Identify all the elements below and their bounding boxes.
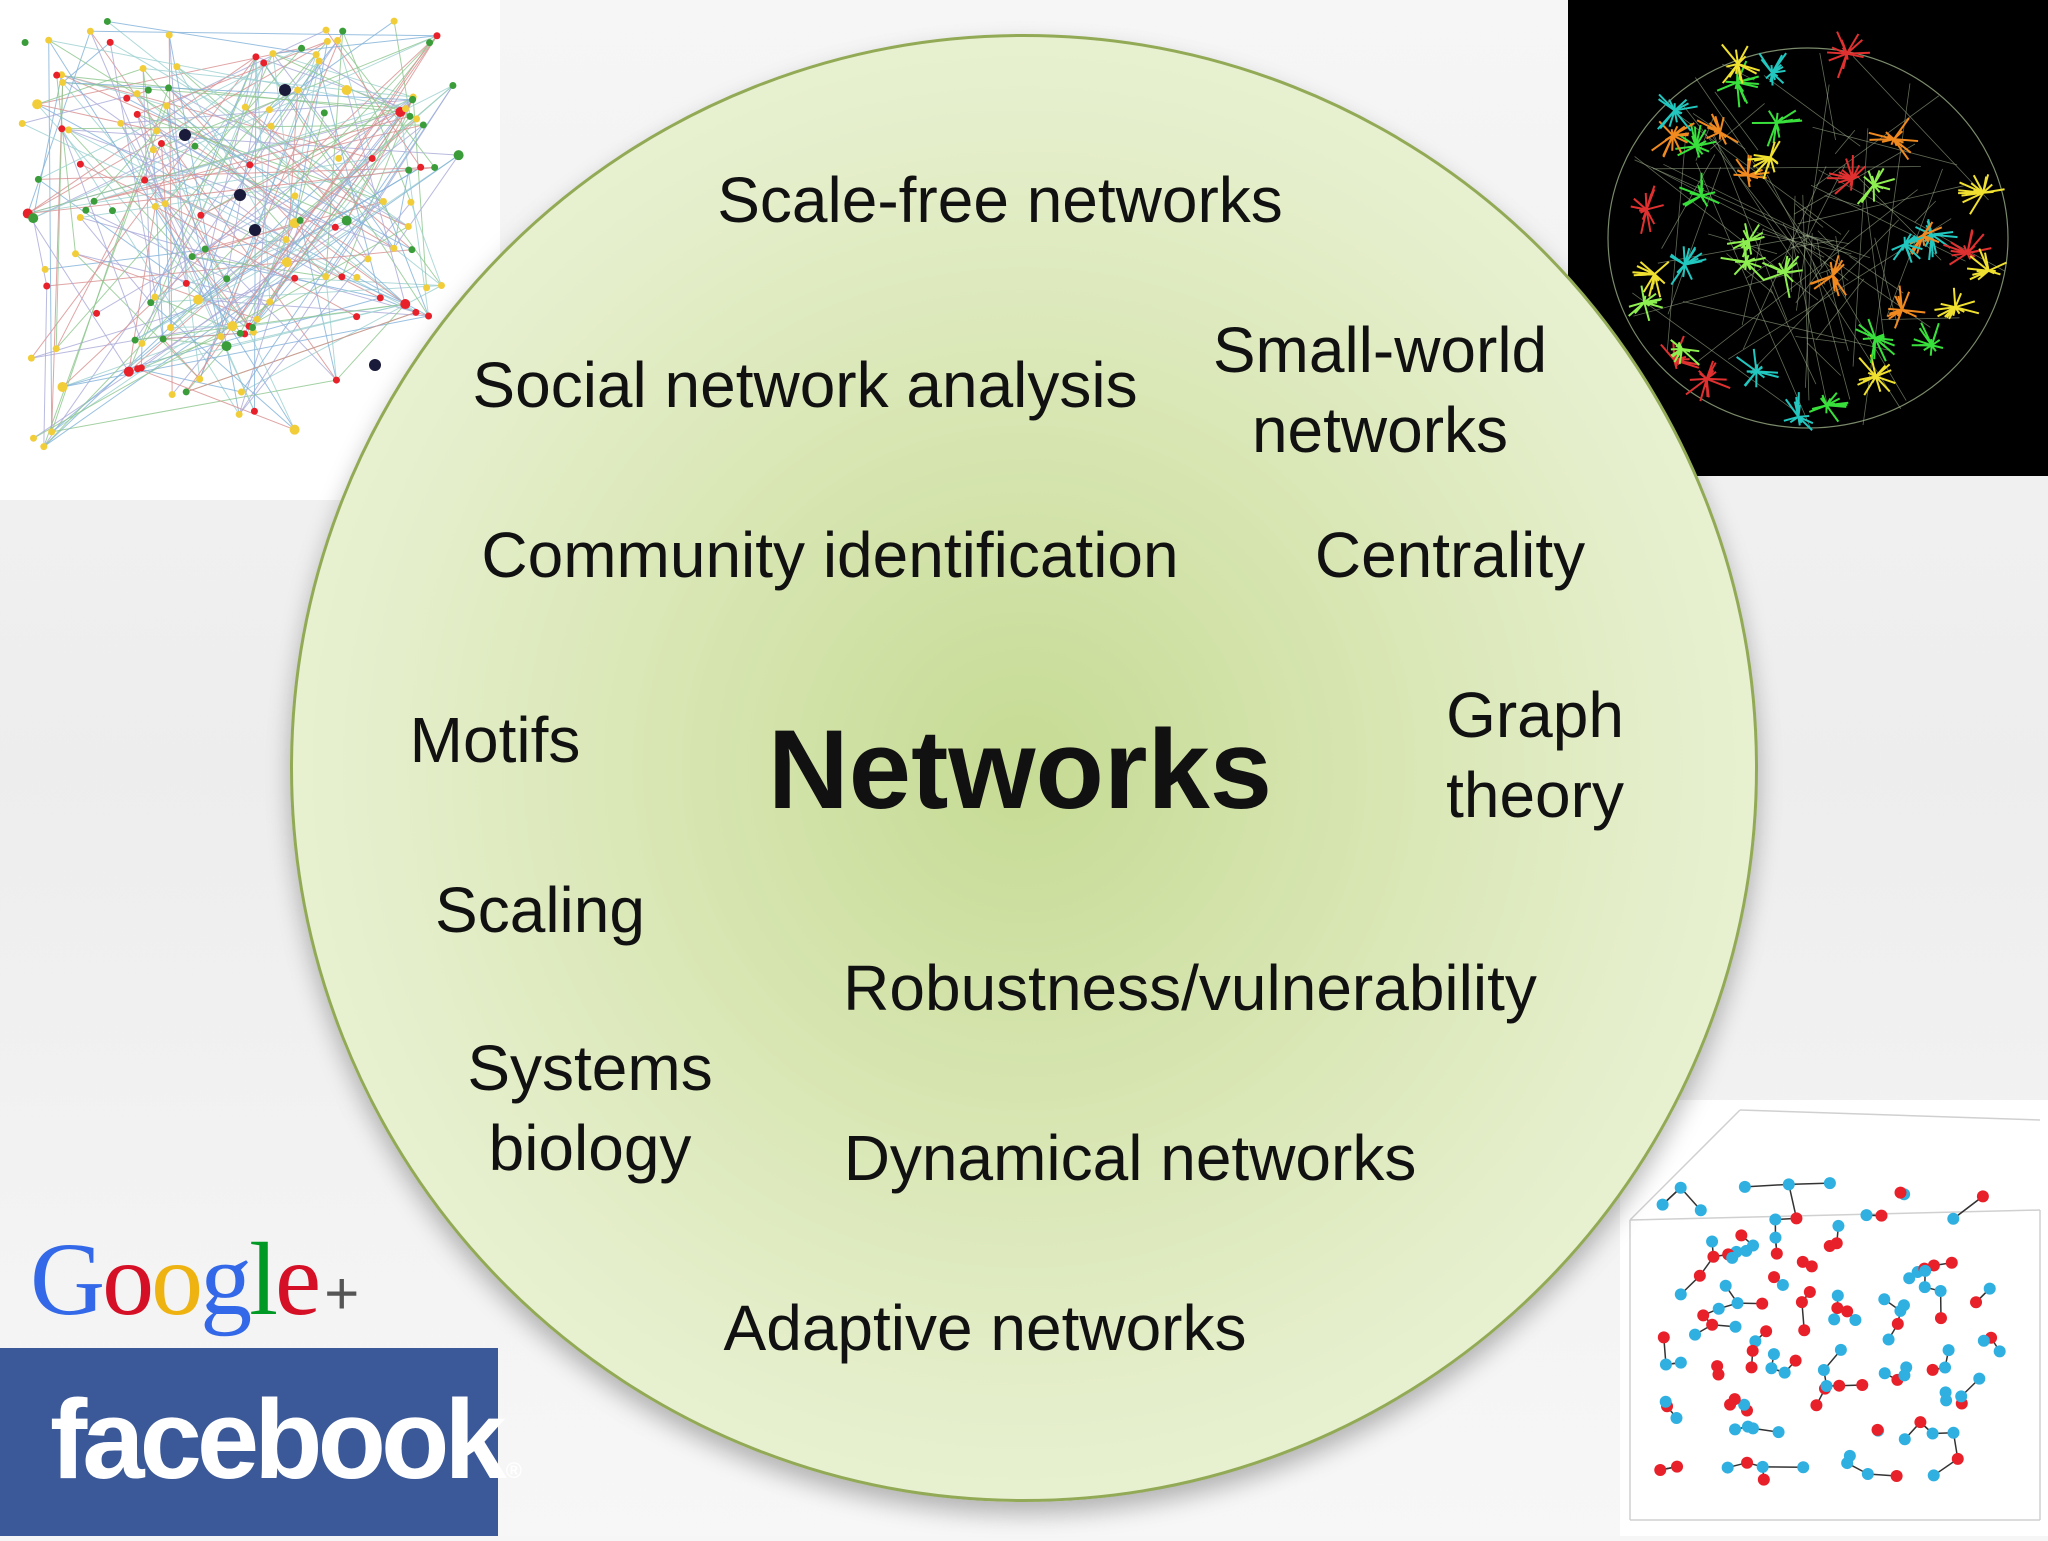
center-title-networks: Networks [740, 700, 1300, 840]
topic-social-network-analysis: Social network analysis [440, 345, 1170, 425]
google-letter: G [30, 1222, 102, 1337]
google-letter: o [151, 1222, 200, 1337]
google-wordmark: Google [30, 1222, 318, 1337]
molecule-atoms [1654, 1177, 2005, 1486]
topic-motifs: Motifs [390, 700, 600, 780]
topic-adaptive-networks: Adaptive networks [690, 1288, 1280, 1368]
topic-graph-theory: Graph theory [1420, 675, 1650, 835]
topic-centrality: Centrality [1290, 515, 1610, 595]
topic-small-world-networks: Small-world networks [1190, 310, 1570, 470]
facebook-wordmark-text: facebook [50, 1377, 502, 1502]
topic-scale-free-networks: Scale-free networks [680, 160, 1320, 240]
topic-systems-biology: Systems biology [450, 1028, 730, 1188]
google-letter: e [275, 1222, 318, 1337]
graph-edges [22, 21, 458, 446]
google-letter: o [102, 1222, 151, 1337]
molecule-network-bottom-right-icon [1620, 1100, 2048, 1536]
facebook-logo: facebook® [0, 1348, 498, 1536]
topic-community-identification: Community identification [450, 515, 1210, 595]
facebook-wordmark: facebook® [50, 1370, 522, 1541]
topic-robustness-vulnerability: Robustness/vulnerability [800, 948, 1580, 1028]
topic-dynamical-networks: Dynamical networks [810, 1118, 1450, 1198]
molecule-network-svg [1620, 1100, 2048, 1536]
google-letter: g [200, 1222, 249, 1337]
google-plus-logo: Google+ [30, 1220, 359, 1354]
topic-scaling: Scaling [420, 870, 660, 950]
google-plus-sign: + [324, 1260, 359, 1327]
facebook-registered-mark: ® [506, 1458, 522, 1483]
google-letter: l [249, 1222, 275, 1337]
